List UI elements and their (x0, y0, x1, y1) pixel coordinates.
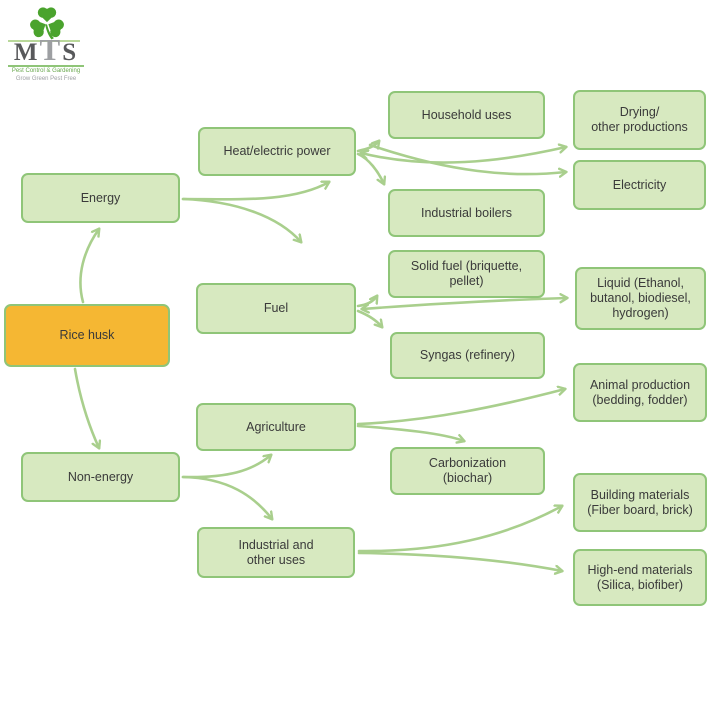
edge-industrialother-to-building (357, 506, 562, 553)
edge-fuel-to-liquid (362, 298, 567, 309)
node-syngas: Syngas (refinery) (390, 332, 545, 379)
logo-rule-bottom (8, 65, 84, 67)
node-animal-production: Animal production (bedding, fodder) (573, 363, 707, 422)
node-rice-husk: Rice husk (4, 304, 170, 367)
logo-letter-m: M (13, 39, 40, 66)
node-industrial-boilers: Industrial boilers (388, 189, 545, 237)
shamrock-icon (30, 7, 64, 40)
logo-rule-top (8, 40, 80, 42)
edge-agriculture-to-animal (356, 389, 565, 426)
edge-energy-to-heatelectric (181, 182, 329, 201)
logo: MTS Pest Control & Gardening Grow Green … (8, 6, 88, 82)
edge-heatelectric-to-electricity (368, 143, 566, 174)
edge-industrialother-to-highend (357, 551, 562, 571)
edge-fuel-to-solidfuel (356, 296, 377, 308)
node-drying-other-productions: Drying/ other productions (573, 90, 706, 150)
edge-fuel-to-syngas (356, 309, 382, 327)
logo-letter-s: S (62, 39, 79, 66)
logo-letter-t: T (39, 32, 63, 67)
node-fuel: Fuel (196, 283, 356, 334)
node-industrial-and-other-uses: Industrial and other uses (197, 527, 355, 578)
node-heat-electric-power: Heat/electric power (198, 127, 356, 176)
edge-heatelectric-to-boilers (356, 152, 384, 184)
node-electricity: Electricity (573, 160, 706, 210)
logo-brand: MTS (8, 34, 84, 67)
node-carbonization: Carbonization (biochar) (390, 447, 545, 495)
node-household-uses: Household uses (388, 91, 545, 139)
node-high-end-materials: High-end materials (Silica, biofiber) (573, 549, 707, 606)
edge-heatelectric-to-drying (361, 147, 566, 164)
node-building-materials: Building materials (Fiber board, brick) (573, 473, 707, 532)
node-agriculture: Agriculture (196, 403, 356, 451)
node-solid-fuel: Solid fuel (briquette, pellet) (388, 250, 545, 298)
edge-heatelectric-to-household (356, 141, 379, 153)
edge-ricehusk-to-energy (79, 229, 99, 304)
node-energy: Energy (21, 173, 180, 223)
edge-ricehusk-to-nonenergy (73, 367, 99, 448)
logo-tagline-1: Pest Control & Gardening (11, 68, 81, 74)
edge-nonenergy-to-agriculture (181, 455, 271, 479)
edge-nonenergy-to-industrialother (181, 475, 272, 519)
edge-energy-to-fuel (181, 197, 301, 242)
node-non-energy: Non-energy (21, 452, 180, 502)
logo-tagline-2: Grow Green Pest Free (15, 76, 77, 82)
edge-agriculture-to-carbonization (356, 424, 464, 441)
node-liquid: Liquid (Ethanol, butanol, biodiesel, hyd… (575, 267, 706, 330)
